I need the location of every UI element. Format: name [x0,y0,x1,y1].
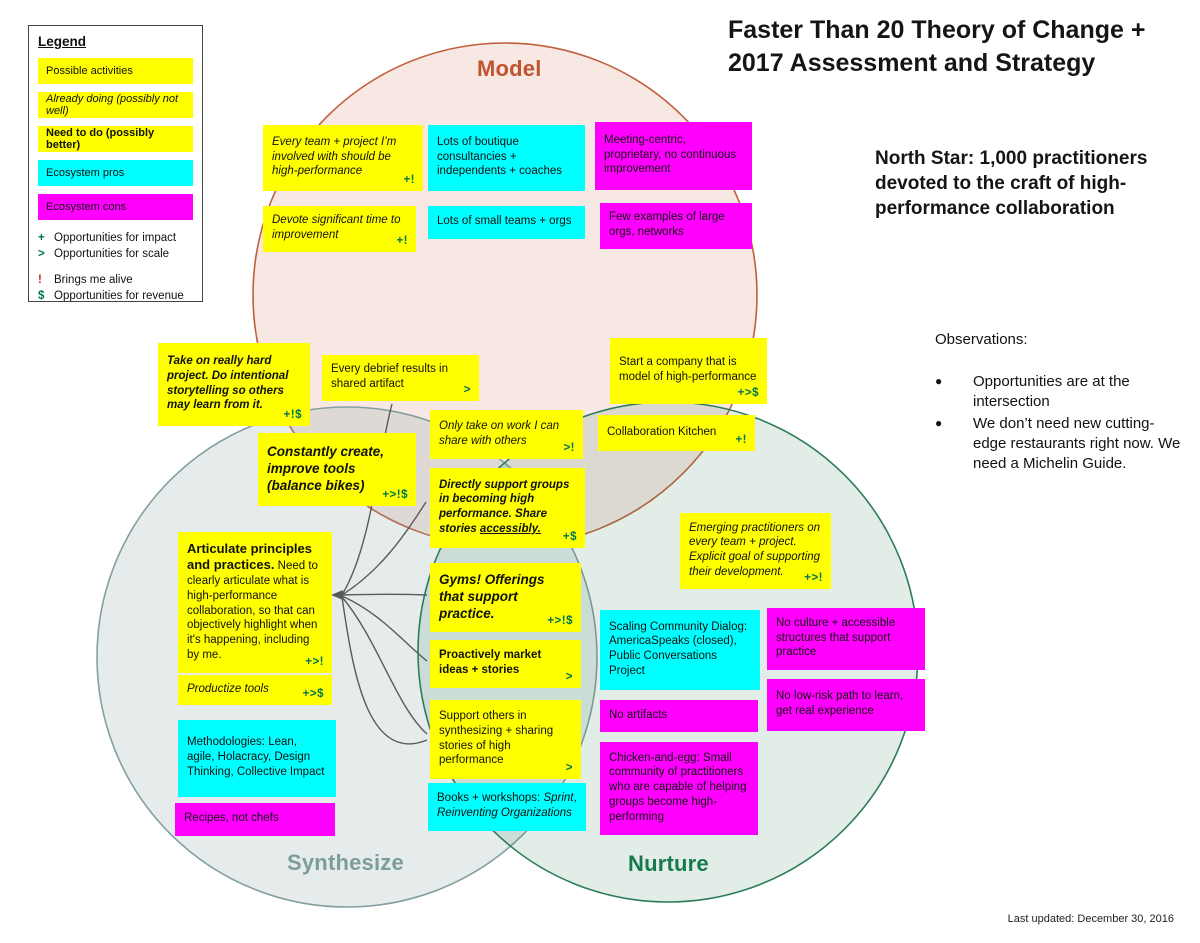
opportunity-symbols: > [463,384,471,397]
nurture-circle-label: Nurture [628,851,709,876]
sticky-note-text: Proactively market ideas + stories [439,649,542,676]
sticky-note: Productize tools +>$ [178,675,332,705]
sticky-note: Every debrief results in shared artifact… [322,355,479,401]
sticky-note-text: Recipes, not chefs [184,812,279,825]
connector-lines [341,403,428,745]
model-circle-label: Model [477,56,542,81]
north-star-text: North Star: 1,000 practitioners devoted … [875,148,1148,220]
sticky-note-text: Productize tools [187,682,269,695]
sticky-note: Meeting-centric, proprietary, no continu… [595,122,752,190]
sticky-note: Start a company that is model of high-pe… [610,338,767,404]
observations: Observations: ●Opportunities are at the … [935,330,1187,476]
synthesize-circle-label: Synthesize [287,850,404,875]
sticky-note: Support others in synthesizing + sharing… [430,700,581,779]
observations-title: Observations: [935,331,1028,348]
sticky-note-text: Directly support groups in becoming high… [439,478,570,535]
legend-symbol-row: $Opportunities for revenue [38,290,184,302]
sticky-note: Books + workshops: Sprint, Reinventing O… [428,783,586,831]
sticky-note: No culture + accessible structures that … [767,608,925,670]
sticky-note: Chicken-and-egg: Small community of prac… [600,742,758,835]
legend-swatch: Ecosystem cons [38,194,193,220]
page-title: Faster Than 20 Theory of Change +2017 As… [728,16,1146,77]
sticky-note-text: No low-risk path to learn, get real expe… [776,690,904,717]
connector-arrowhead [331,590,343,600]
sticky-note: Scaling Community Dialog: AmericaSpeaks … [600,610,760,690]
legend-symbols: +Opportunities for impact >Opportunities … [38,230,193,304]
legend-swatch: Need to do (possibly better) [38,126,193,152]
opportunity-symbols: +>$ [737,387,759,400]
opportunity-symbols: +! [735,434,747,447]
opportunity-symbols: >! [563,442,575,455]
sticky-note: Devote significant time to improvement+! [263,206,416,252]
sticky-note: Few examples of large orgs, networks [600,203,752,249]
sticky-note: Take on really hard project. Do intentio… [158,343,310,426]
legend-symbol-row: >Opportunities for scale [38,248,170,260]
sticky-note-text: No culture + accessible structures that … [776,616,896,659]
observation-item: ●We don’t need new cutting-edge restaura… [935,414,1181,472]
opportunity-symbols: +!$ [283,409,302,422]
sticky-note: Methodologies: Lean, agile, Holacracy, D… [178,720,336,797]
legend-swatch: Already doing (possibly not well) [38,92,193,118]
sticky-note-text: Lots of boutique consultancies + indepen… [437,135,563,178]
opportunity-symbols: > [565,671,573,684]
sticky-note: Only take on work I can share with other… [430,410,583,459]
last-updated-text: Last updated: December 30, 2016 [1007,913,1174,925]
sticky-note-text: Take on really hard project. Do intentio… [167,355,289,412]
sticky-note-text: Books + workshops: Sprint, Reinventing O… [437,792,577,819]
sticky-note-text: Lots of small teams + orgs [437,215,572,228]
opportunity-symbols: +! [403,174,415,187]
sticky-note-text: Meeting-centric, proprietary, no continu… [604,133,737,176]
sticky-note: Recipes, not chefs [175,803,335,836]
sticky-note-text: Few examples of large orgs, networks [609,211,725,238]
sticky-note-text: Chicken-and-egg: Small community of prac… [609,751,747,823]
sticky-note-text: Support others in synthesizing + sharing… [439,710,554,767]
sticky-note: No low-risk path to learn, get real expe… [767,679,925,731]
sticky-note: Lots of boutique consultancies + indepen… [428,125,585,191]
sticky-note-text: Methodologies: Lean, agile, Holacracy, D… [187,736,325,778]
sticky-note-text: Collaboration Kitchen [607,425,717,438]
opportunity-symbols: +>! [305,656,324,669]
legend-symbol-row: !Brings me alive [38,274,133,286]
opportunity-symbols: > [565,762,573,775]
sticky-note: Proactively market ideas + stories > [430,640,581,688]
sticky-note-text: No artifacts [609,708,668,721]
opportunity-symbols: +$ [562,531,577,544]
sticky-note: Collaboration Kitchen +! [598,415,755,451]
sticky-note-text: Every debrief results in shared artifact [331,363,448,390]
observations-list: ●Opportunities are at the intersection ●W… [935,372,1187,474]
sticky-note: Lots of small teams + orgs [428,206,585,239]
sticky-note-text: Articulate principles and practices. Nee… [187,540,318,661]
sticky-note-text: Every team + project I’m involved with s… [272,135,397,178]
sticky-note: Every team + project I’m involved with s… [263,125,423,191]
opportunity-symbols: +>$ [302,688,324,701]
sticky-note: Gyms! Offerings that support practice.+>… [430,563,581,632]
sticky-note: No artifacts [600,700,758,732]
opportunity-symbols: +>! [804,572,823,585]
sticky-note-text: Start a company that is model of high-pe… [619,356,757,383]
sticky-note-text: Scaling Community Dialog: AmericaSpeaks … [609,620,748,677]
sticky-note-text: Constantly create, improve tools (balanc… [267,443,385,494]
sticky-note-text: Devote significant time to improvement [272,214,401,241]
legend-title: Legend [38,34,87,49]
sticky-note-text: Emerging practitioners on every team + p… [689,521,821,578]
legend-swatch: Possible activities [38,58,193,84]
legend-symbol-row: +Opportunities for impact [38,232,177,244]
opportunity-symbols: +>!$ [547,615,573,628]
legend-swatch: Ecosystem pros [38,160,193,186]
sticky-note: Articulate principles and practices. Nee… [178,532,332,673]
sticky-note: Constantly create, improve tools (balanc… [258,433,416,506]
sticky-note: Directly support groups in becoming high… [430,468,585,548]
opportunity-symbols: +>!$ [382,489,408,502]
opportunity-symbols: +! [396,235,408,248]
sticky-note-text: Only take on work I can share with other… [439,419,560,447]
sticky-note-text: Gyms! Offerings that support practice. [439,571,545,622]
sticky-note: Emerging practitioners on every team + p… [680,513,831,589]
observation-item: ●Opportunities are at the intersection [935,372,1130,410]
